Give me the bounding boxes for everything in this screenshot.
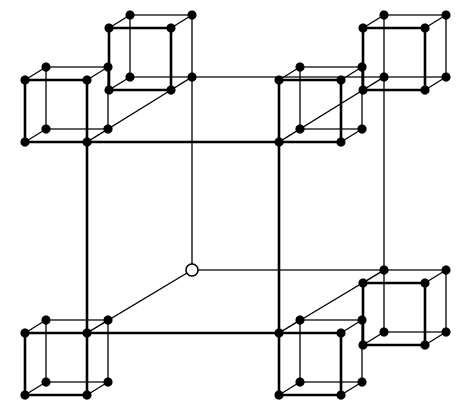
- sub-cube-vertex: [358, 23, 368, 33]
- sub-cube-vertex: [441, 327, 451, 337]
- sub-cube-vertex: [358, 278, 368, 288]
- sub-cube-vertex: [20, 137, 30, 147]
- sub-cube-front-bottom-right: [274, 315, 367, 400]
- sub-cube-vertex: [103, 377, 113, 387]
- sub-cube-vertex: [41, 315, 51, 325]
- sub-cubes: [20, 10, 451, 400]
- sub-cube-vertex: [187, 72, 197, 82]
- sub-cube-vertex: [20, 75, 30, 85]
- sub-cube-vertex: [295, 124, 305, 134]
- main-cube-edges: [85, 76, 385, 335]
- sub-cube-vertex: [336, 390, 346, 400]
- sub-cube-vertex: [166, 85, 176, 95]
- sub-cube-vertex: [379, 327, 389, 337]
- sub-cube-vertex: [441, 10, 451, 20]
- sub-cube-vertex: [274, 75, 284, 85]
- sub-cube-vertex: [274, 390, 284, 400]
- sub-cube-vertex: [103, 315, 113, 325]
- sub-cube-vertex: [187, 10, 197, 20]
- sub-cube-vertex: [441, 265, 451, 275]
- sub-cube-vertex: [420, 85, 430, 95]
- sub-cube-vertex: [295, 377, 305, 387]
- sub-cube-vertex: [82, 137, 92, 147]
- sub-cube-vertex: [166, 23, 176, 33]
- hidden-vertex-marker: [185, 263, 199, 277]
- sub-cube-vertex: [274, 328, 284, 338]
- sub-cube-front-top-right: [274, 62, 367, 147]
- sub-cube-vertex: [82, 390, 92, 400]
- sub-cube-vertex: [357, 377, 367, 387]
- sub-cube-vertex: [41, 124, 51, 134]
- sub-cube-vertex: [103, 124, 113, 134]
- sub-cube-vertex: [358, 85, 368, 95]
- sub-cube-vertex: [358, 340, 368, 350]
- sub-cube-vertex: [125, 10, 135, 20]
- sub-cube-vertex: [379, 10, 389, 20]
- sub-cube-vertex: [336, 328, 346, 338]
- sub-cube-vertex: [20, 328, 30, 338]
- sub-cube-back-top-left: [104, 10, 197, 95]
- sub-cube-vertex: [379, 265, 389, 275]
- sub-cube-vertex: [41, 62, 51, 72]
- sub-cube-vertex: [336, 75, 346, 85]
- sub-cube-vertex: [336, 137, 346, 147]
- sub-cube-back-top-right: [358, 10, 451, 95]
- sub-cube-vertex: [420, 23, 430, 33]
- sub-cube-vertex: [420, 340, 430, 350]
- sub-cube-vertex: [20, 390, 30, 400]
- sub-cube-vertex: [295, 315, 305, 325]
- sub-cube-vertex: [357, 124, 367, 134]
- sub-cube-vertex: [295, 62, 305, 72]
- sub-cube-front-top-left: [20, 62, 113, 147]
- sub-cube-vertex: [82, 75, 92, 85]
- sub-cube-vertex: [274, 137, 284, 147]
- sub-cube-vertex: [82, 328, 92, 338]
- sub-cube-vertex: [41, 377, 51, 387]
- sub-cube-vertex: [379, 72, 389, 82]
- sub-cube-vertex: [104, 23, 114, 33]
- sub-cube-back-bottom-right: [358, 265, 451, 350]
- sub-cube-vertex: [420, 278, 430, 288]
- main-cube-hidden-vertex: [185, 263, 199, 277]
- sub-cube-vertex: [104, 85, 114, 95]
- sub-cube-vertex: [441, 72, 451, 82]
- sub-cube-vertex: [125, 72, 135, 82]
- sub-cube-front-bottom-left: [20, 315, 113, 400]
